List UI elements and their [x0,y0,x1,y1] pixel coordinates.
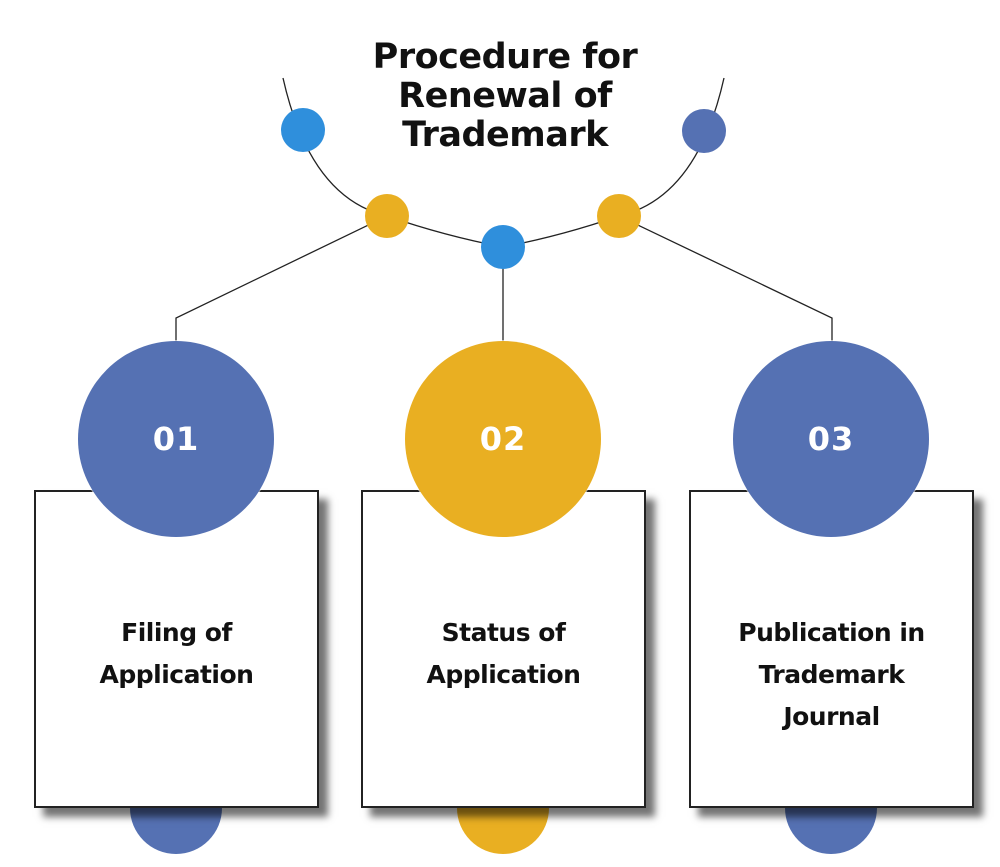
arc-dot-mid-right [597,194,641,238]
step-3-circle: 03 [733,341,929,537]
arc-dot-bottom [481,225,525,269]
step-1-card: Filing of Application [34,490,319,808]
step-3-card: Publication in Trademark Journal [689,490,974,808]
arc-dot-top-right [682,109,726,153]
step-1-label: Filing of Application [99,618,254,689]
step-2-number: 02 [479,420,527,458]
connector-step-3 [618,215,833,342]
arc-dot-mid-left [365,194,409,238]
page-title: Procedure for Renewal of Trademark [372,37,638,155]
step-2-circle: 02 [405,341,601,537]
step-3-label: Publication in Trademark Journal [738,618,925,731]
connector-step-1 [175,215,388,342]
step-1-circle: 01 [78,341,274,537]
step-2-label: Status of Application [426,618,581,689]
step-1-number: 01 [152,420,200,458]
step-3-number: 03 [807,420,855,458]
step-2-card: Status of Application [361,490,646,808]
arc-dot-top-left [281,108,325,152]
